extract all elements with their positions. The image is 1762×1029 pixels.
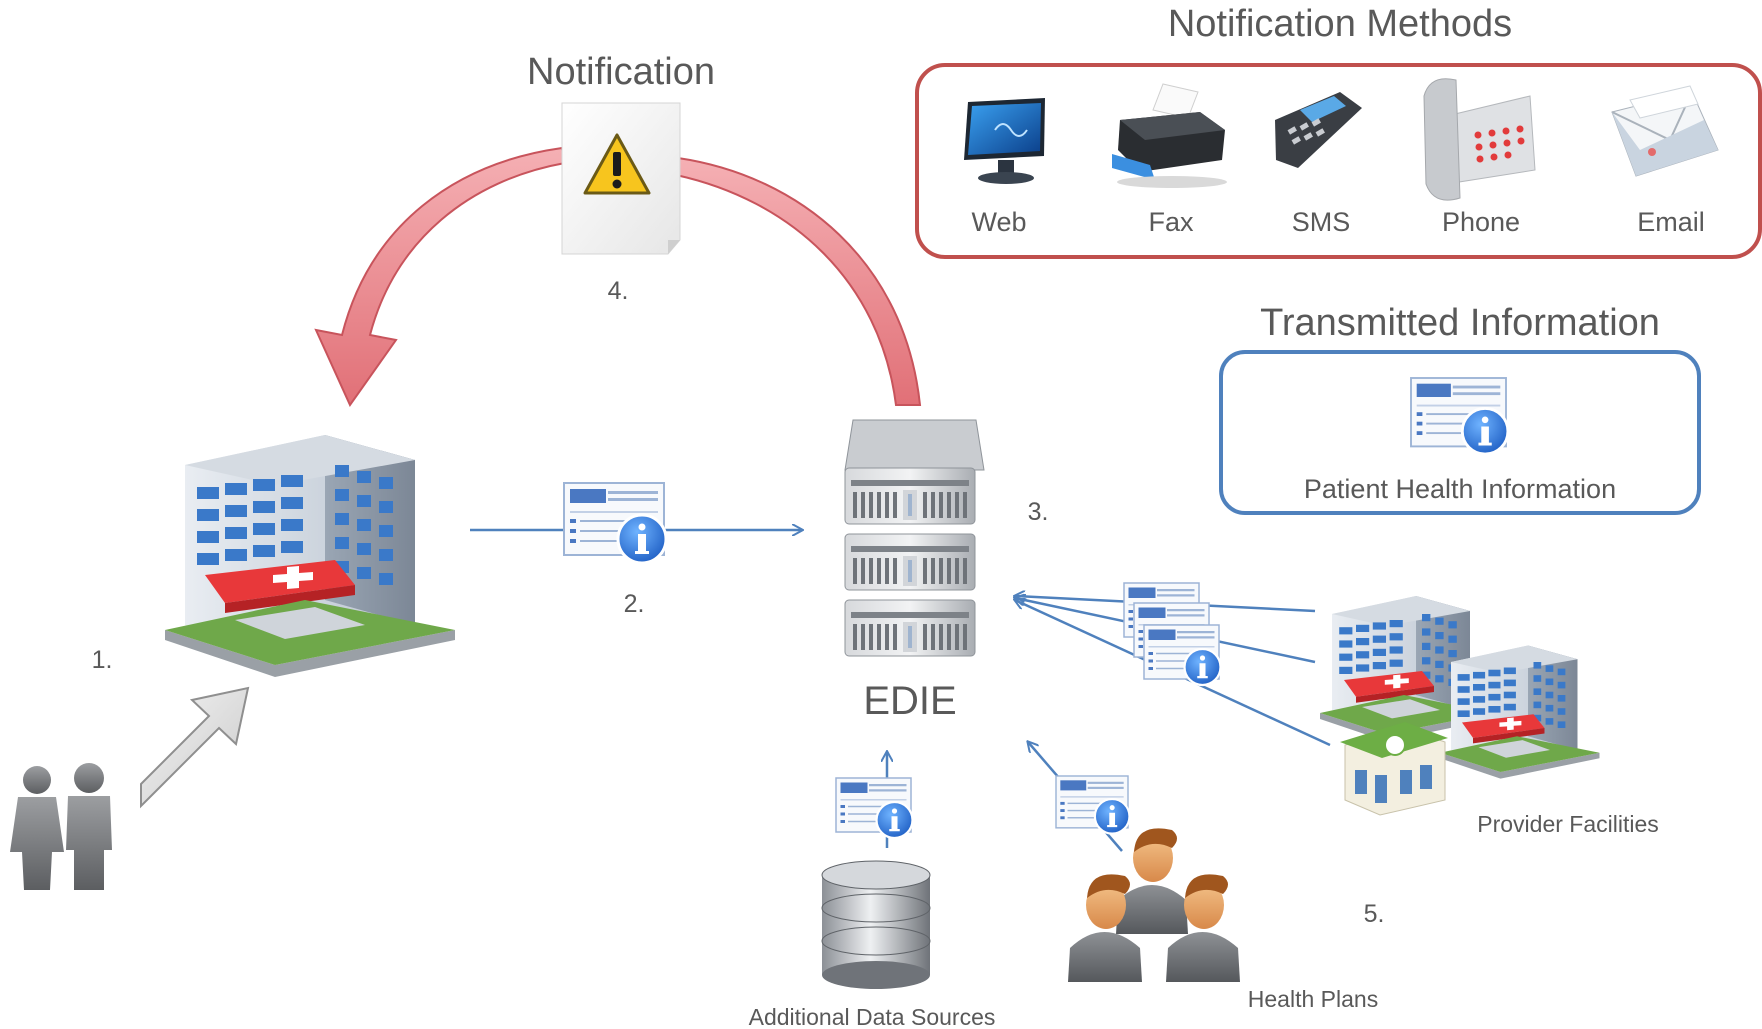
edie-server-icon xyxy=(844,419,985,657)
method-label-email: Email xyxy=(1637,207,1705,237)
health-plans-label: Health Plans xyxy=(1248,986,1378,1012)
notification-arrow xyxy=(314,146,567,408)
patient-info-card-icon xyxy=(562,481,668,565)
patient-entry-arrow xyxy=(140,686,250,809)
method-label-web: Web xyxy=(971,207,1026,237)
notification-title: Notification xyxy=(527,51,715,93)
hospital-icon xyxy=(165,435,455,677)
printer-icon xyxy=(1112,83,1227,188)
patient-info-card-icon xyxy=(834,776,914,840)
transmitted-information-panel xyxy=(1219,350,1701,515)
step-2-label: 2. xyxy=(624,590,645,618)
additional-data-sources-label: Additional Data Sources xyxy=(749,1004,996,1029)
step-4-label: 4. xyxy=(608,277,629,305)
transmitted-information-label: Patient Health Information xyxy=(1304,474,1616,504)
warning-icon xyxy=(583,133,651,195)
health-plans-people-icon xyxy=(1068,828,1240,982)
clinic-icon xyxy=(1340,722,1448,816)
database-icon xyxy=(821,860,931,989)
edie-label: EDIE xyxy=(863,679,956,723)
patient-info-card-icon xyxy=(1142,623,1222,687)
method-label-sms: SMS xyxy=(1292,207,1351,237)
step-5-label: 5. xyxy=(1364,900,1385,928)
step-1-label: 1. xyxy=(92,646,113,674)
patient-info-card-icon xyxy=(1409,376,1510,456)
step-3-label: 3. xyxy=(1028,498,1049,526)
notification-methods-title: Notification Methods xyxy=(1168,3,1512,45)
provider-hospital-icon xyxy=(1440,645,1600,779)
patients-icon xyxy=(10,763,112,890)
notification-return-arc xyxy=(674,156,922,406)
patient-info-card-icon xyxy=(1054,774,1131,835)
method-label-fax: Fax xyxy=(1148,207,1194,237)
method-label-phone: Phone xyxy=(1442,207,1520,237)
desk-phone-icon xyxy=(1423,78,1536,201)
transmitted-information-title: Transmitted Information xyxy=(1260,302,1660,344)
mobile-phone-icon xyxy=(1275,92,1362,168)
notification-methods-panel xyxy=(915,63,1762,259)
envelope-icon xyxy=(1611,85,1719,177)
monitor-icon xyxy=(964,98,1045,184)
provider-facilities-label: Provider Facilities xyxy=(1477,811,1659,837)
